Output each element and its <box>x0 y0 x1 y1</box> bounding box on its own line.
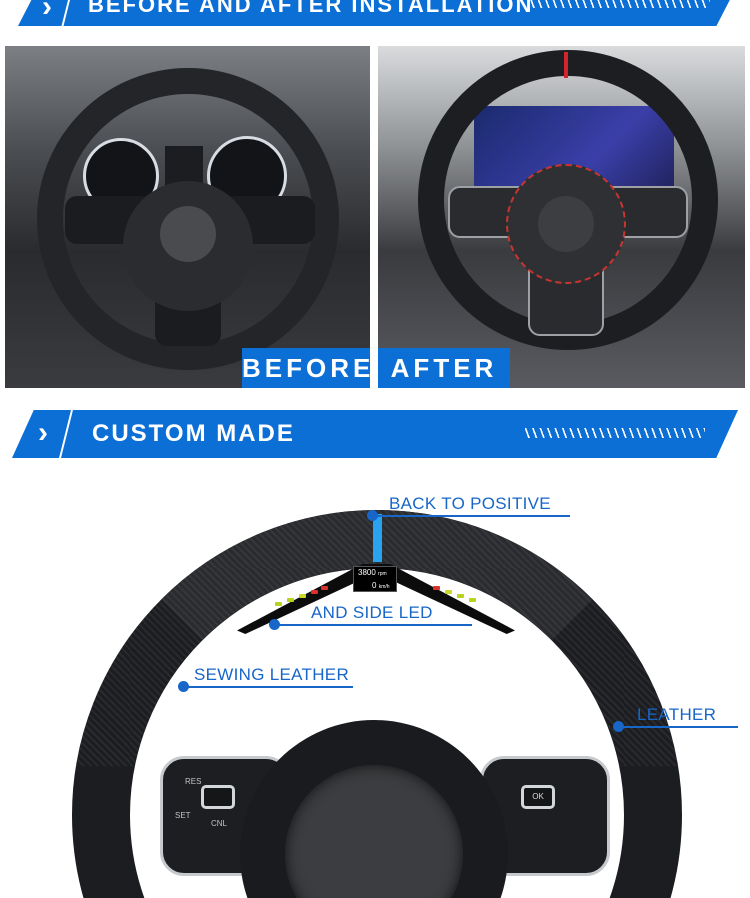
rpm-unit: rpm <box>378 571 387 577</box>
left-toggle-switch[interactable] <box>201 785 235 809</box>
led-red <box>433 586 440 590</box>
led-yellow <box>445 590 452 594</box>
before-photo: BEFORE <box>5 46 370 388</box>
set-button[interactable]: SET <box>175 811 191 820</box>
callout-line <box>183 686 353 688</box>
led-green <box>457 594 464 598</box>
led-green <box>287 598 294 602</box>
top-center-marker <box>373 514 382 562</box>
banner-title: BEFORE AND AFTER INSTALLATION <box>88 0 534 17</box>
callout-side-led: AND SIDE LED <box>311 603 433 622</box>
callout-line <box>618 726 738 728</box>
led-green <box>469 598 476 602</box>
rpm-value: 3800 <box>358 568 376 577</box>
callout-line <box>372 515 570 517</box>
callout-dot <box>613 721 624 732</box>
after-label: AFTER <box>378 348 510 388</box>
section-banner-before-after: › BEFORE AND AFTER INSTALLATION <box>0 0 750 30</box>
hatch-decoration <box>525 428 705 438</box>
ok-button[interactable]: OK <box>521 785 555 809</box>
callout-back-to-positive: BACK TO POSITIVE <box>389 494 551 513</box>
speed-unit: km/h <box>378 584 390 590</box>
banner-title: CUSTOM MADE <box>92 420 295 447</box>
led-yellow <box>299 594 306 598</box>
hatch-decoration <box>530 0 710 8</box>
led-red <box>311 590 318 594</box>
callout-dot <box>269 619 280 630</box>
airbag-logo-area <box>160 206 216 262</box>
custom-wheel-diagram: 3800 rpm 0 km/h RES SET CNL OK BAC <box>0 470 750 898</box>
cnl-button[interactable]: CNL <box>211 819 228 828</box>
callout-leather: LEATHER <box>637 705 717 724</box>
after-photo: AFTER <box>378 46 745 388</box>
red-center-stripe <box>564 52 568 78</box>
callout-dot <box>178 681 189 692</box>
res-button[interactable]: RES <box>185 777 202 786</box>
speed-value: 0 <box>372 581 377 590</box>
chevron-right-icon: › <box>38 416 48 449</box>
before-label: BEFORE <box>242 348 370 388</box>
callout-dot <box>367 510 378 521</box>
airbag-center <box>538 196 594 252</box>
section-banner-custom-made: › CUSTOM MADE <box>0 408 750 460</box>
chevron-right-icon: › <box>42 0 52 23</box>
callout-sewing-leather: SEWING LEATHER <box>194 665 350 684</box>
led-red <box>321 586 328 590</box>
led-green <box>275 602 282 606</box>
led-shift-light-bar: 3800 rpm 0 km/h <box>237 564 515 634</box>
callout-line <box>274 624 472 626</box>
led-display: 3800 rpm 0 km/h <box>353 566 397 592</box>
